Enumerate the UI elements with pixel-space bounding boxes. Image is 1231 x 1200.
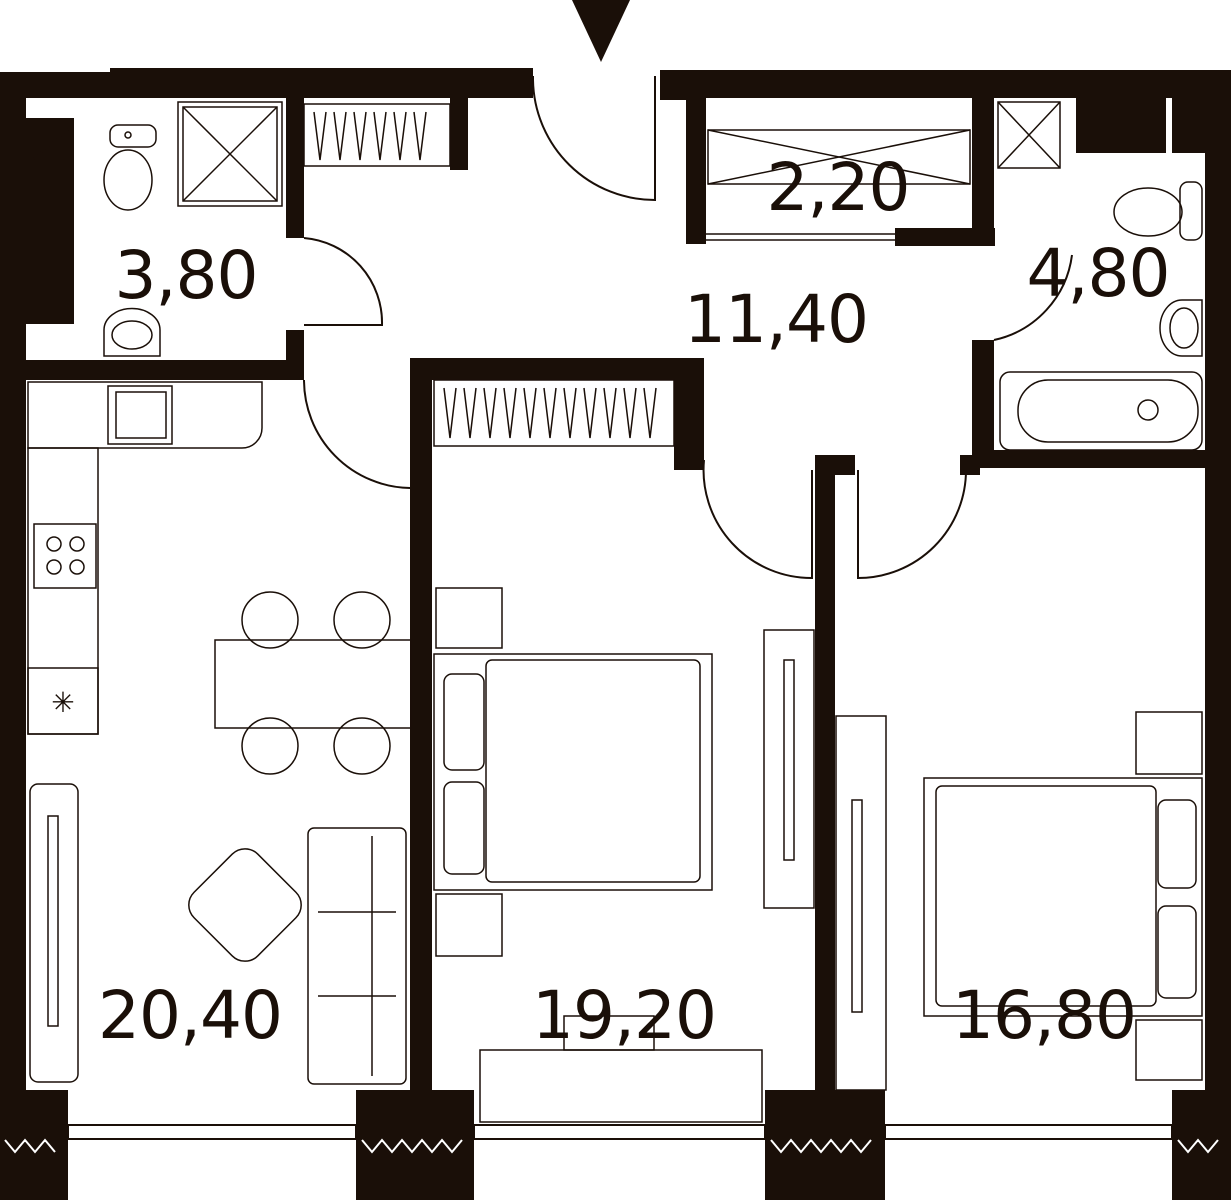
shower-icon: [177, 101, 283, 207]
svg-text:✳: ✳: [51, 686, 74, 719]
area-kitchen-living: 20,40: [98, 977, 282, 1054]
tv-icon: [29, 783, 79, 1083]
area-bedroom-1: 19,20: [532, 977, 716, 1054]
entrance-arrow-icon: [572, 0, 630, 62]
wardrobe-icon: [303, 103, 451, 167]
kitchen-counter: [27, 381, 263, 735]
nightstand-icon: [435, 587, 503, 957]
tv-icon: [763, 629, 815, 909]
fridge-icon: ✳: [27, 667, 99, 735]
sink-icon: [103, 307, 161, 357]
area-storage: 2,20: [767, 149, 910, 226]
table-icon: [214, 639, 412, 729]
shower-icon: [997, 101, 1061, 169]
chair-icon: [241, 591, 391, 775]
storage-shelf: [706, 129, 971, 241]
toilet-icon: [1113, 181, 1203, 241]
desk-icon: [479, 1015, 763, 1123]
sink-icon: [1159, 299, 1203, 357]
bed-icon: [433, 653, 713, 891]
windows: [0, 1124, 1231, 1200]
bath-1-cabinet: [31, 125, 71, 301]
bathtub-icon: [999, 371, 1203, 451]
stove-icon: [33, 523, 97, 589]
area-hallway: 11,40: [684, 281, 868, 358]
nightstand-icon: [1135, 711, 1203, 1081]
area-bedroom-2: 16,80: [952, 977, 1136, 1054]
sofa-icon: [307, 827, 407, 1085]
coffee-table-icon: [188, 848, 302, 962]
doors: [303, 76, 1073, 580]
toilet-icon: [103, 124, 157, 211]
wardrobe-icon: [433, 379, 675, 447]
bed-icon: [923, 777, 1203, 1017]
area-bathroom-2: 4,80: [1027, 235, 1170, 312]
area-bathroom-1: 3,80: [115, 237, 258, 314]
wardrobe-icon: [835, 715, 887, 1091]
walls: [0, 68, 1231, 1200]
